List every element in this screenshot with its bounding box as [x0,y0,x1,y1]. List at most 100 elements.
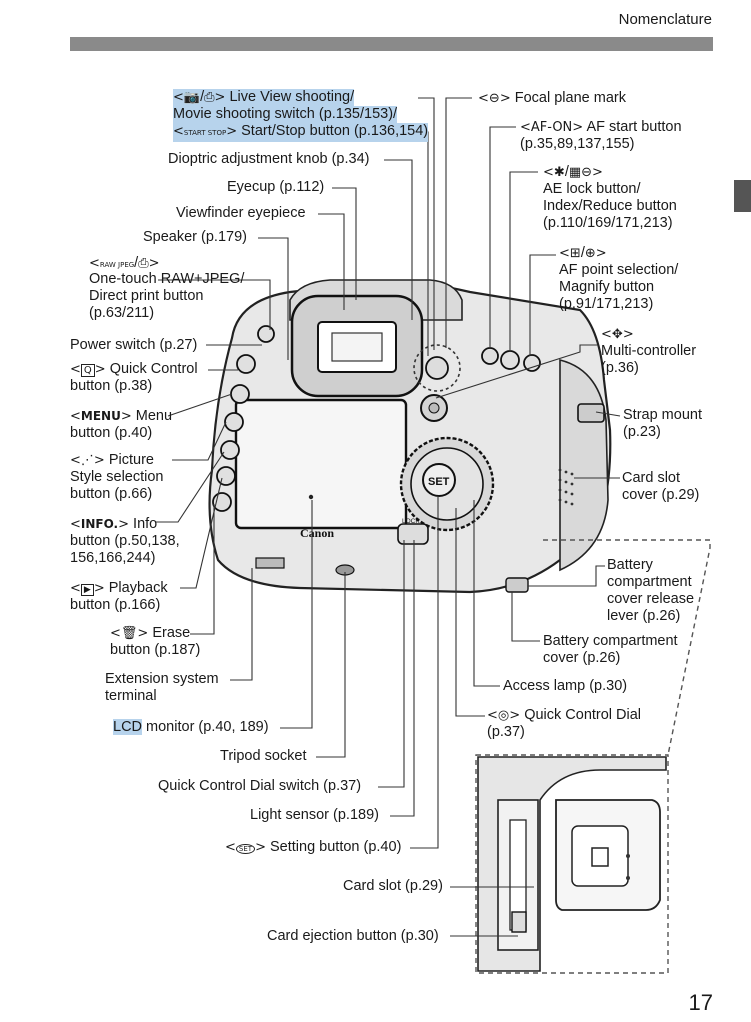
label-playback-button: <▶> Playback [70,580,168,596]
erase-icon: 🗑 [120,626,138,641]
label-raw-jpeg-1: One-touch RAW+JPEG/ [89,271,245,287]
focal-plane-icon: ⊖ [488,91,500,106]
magnify-icon: ⊕ [584,246,596,261]
af-on-icon: AF-ON [530,120,573,135]
dial-icon: ◎ [497,708,510,723]
label-strap-mount: Strap mount [623,407,702,423]
label-ae-lock-2: Index/Reduce button [543,198,677,214]
label-setting-button: <SET> Setting button (p.40) [225,839,402,855]
svg-text:SET: SET [428,476,450,488]
set-icon: SET [235,844,256,854]
card-slot-inset-frame [475,754,669,974]
label-eyecup: Eyecup (p.112) [227,179,325,195]
page-number: 17 [688,990,713,1015]
svg-text:LOCK: LOCK [402,518,420,525]
label-info-button-2: button (p.50,138, [70,533,180,549]
battery-cover-lever [505,577,529,593]
label-extension-terminal: Extension system [105,671,219,687]
label-af-point-2: Magnify button [559,279,655,295]
camera-brand-text: Canon [300,526,334,540]
label-quick-control-button: <Q> Quick Control [70,361,198,377]
label-playback-button-2: button (p.166) [70,597,161,613]
label-card-ejection: Card ejection button (p.30) [267,928,439,944]
label-battery-cover: Battery compartment [543,633,678,649]
card-slot-inset-illustration [477,756,667,972]
label-menu-button: <MENU> Menu [70,408,173,424]
label-strap-mount-2: (p.23) [623,424,661,440]
label-power-switch: Power switch (p.27) [70,337,198,353]
label-erase-button-2: button (p.187) [110,642,201,658]
label-af-point-glyph: <⊞/⊕> [559,245,607,261]
label-quick-control-dial: <◎> Quick Control Dial [487,707,642,723]
label-quick-control-button-2: button (p.38) [70,378,153,394]
label-af-start-button-2: (p.35,89,137,155) [520,136,635,152]
label-tripod-socket: Tripod socket [220,748,307,764]
chapter-tab-marker [734,180,751,212]
label-picture-style-button: <⋰> Picture [70,452,154,468]
index-icon: ▦ [568,165,582,180]
label-info-button-3: 156,166,244) [70,550,156,566]
label-qcd-switch: Quick Control Dial switch (p.37) [158,778,362,794]
label-af-point-3: (p.91/171,213) [559,296,654,312]
label-af-point-1: AF point selection/ [559,262,679,278]
label-erase-button: <🗑> Erase [110,625,191,641]
movie-icon: ⎙ [204,90,215,105]
label-battery-lever-2: compartment [607,574,692,590]
ae-lock-icon: ✱ [553,165,565,180]
label-raw-jpeg-2: Direct print button [89,288,204,304]
label-multi-controller-glyph: <✥> [601,327,634,342]
reduce-icon: ⊖ [581,165,593,180]
label-raw-jpeg-glyph: <RAW JPEG/⎙> [89,255,160,271]
extension-terminal [255,557,285,569]
label-viewfinder-eyepiece: Viewfinder eyepiece [176,205,306,221]
top-right-buttons [481,347,541,372]
set-button [422,463,456,497]
section-title: Nomenclature [618,11,712,28]
label-ae-lock-glyph: <✱/▦⊖> [543,164,603,180]
label-lcd-monitor: LCD monitor (p.40, 189) [113,719,269,735]
label-quick-control-dial-2: (p.37) [487,724,525,740]
menu-icon: MENU [80,409,121,423]
label-multi-controller-2: (p.36) [601,360,639,376]
label-speaker: Speaker (p.179) [143,229,247,245]
label-picture-style-3: button (p.66) [70,486,153,502]
label-battery-lever-4: lever (p.26) [607,608,681,624]
raw-jpeg-icon: RAW JPEG [99,261,135,269]
label-battery-lever-1: Battery [607,557,653,573]
label-extension-terminal-2: terminal [105,688,157,704]
label-af-start-button: <AF-ON> AF start button [520,119,682,135]
label-picture-style-2: Style selection [70,469,164,485]
af-point-icon: ⊞ [569,246,581,261]
label-dioptric-knob: Dioptric adjustment knob (p.34) [168,151,370,167]
quick-control-icon: Q [80,364,95,377]
live-view-switch-highlight [413,344,461,392]
label-menu-button-2: button (p.40) [70,425,153,441]
label-raw-jpeg-3: (p.63/211) [89,305,155,321]
header-bar [70,37,713,51]
print-icon: ⎙ [138,256,149,271]
label-multi-controller-1: Multi-controller [601,343,697,359]
camera-icon: 📷 [183,90,201,105]
label-focal-plane-mark: <⊖> Focal plane mark [478,90,626,106]
label-battery-lever-3: cover release [607,591,695,607]
label-light-sensor: Light sensor (p.189) [250,807,379,823]
label-start-stop-button: <START STOP> Start/Stop button (p.136,15… [173,123,429,142]
picture-style-icon: ⋰ [80,453,94,468]
start-stop-icon: START STOP [183,129,227,137]
info-icon: INFO. [80,517,119,531]
qcd-lock-switch [397,523,429,545]
label-live-view-switch: <📷/⎙> Live View shooting/ [173,89,355,106]
label-battery-cover-2: cover (p.26) [543,650,621,666]
label-card-slot-cover: Card slot [622,470,681,486]
card-cover-grip-dots [558,468,574,506]
label-ae-lock-3: (p.110/169/171,213) [543,215,673,231]
label-live-view-switch-2: Movie shooting switch (p.135/153)/ [173,106,398,123]
label-card-slot: Card slot (p.29) [343,878,443,894]
multi-controller-icon: ✥ [611,327,623,342]
label-card-slot-cover-2: cover (p.29) [622,487,700,503]
label-info-button: <INFO.> Info [70,516,158,532]
label-ae-lock-1: AE lock button/ [543,181,641,197]
playback-icon: ▶ [80,584,94,596]
